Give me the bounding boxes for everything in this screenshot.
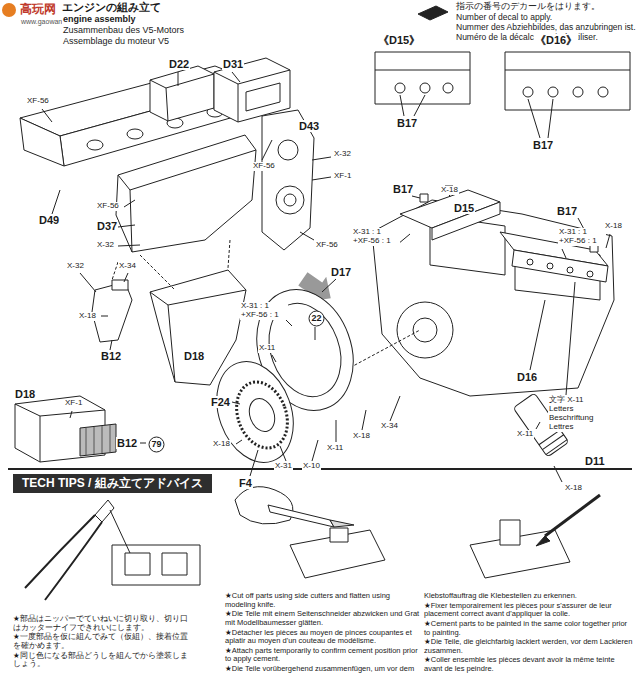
part-number: D16	[516, 371, 538, 383]
tip-column: ★Cut off parts using side cutters and fl…	[225, 592, 420, 674]
paint-code: X-18	[564, 484, 583, 493]
tip-text: ★Die Teile, die gleichfarbig lackiert we…	[424, 638, 634, 655]
paint-code: X-32	[333, 150, 352, 159]
tip-column: ★部品はニッパーでていねいに切り取り、切り口はカッターナイフできれいにします。★…	[13, 615, 191, 669]
tip-text: ★Cement parts to be painted in the same …	[424, 620, 634, 637]
tip-text: ★Cut off parts using side cutters and fl…	[225, 592, 420, 609]
decal-number-circle: 22	[308, 310, 325, 327]
part-number: D31	[222, 58, 244, 70]
part-number: D22	[168, 58, 190, 70]
paint-code: X-18	[212, 440, 231, 449]
paint-code: X-11	[258, 344, 276, 353]
part-number: B12	[100, 350, 122, 362]
paint-code: X-18	[78, 312, 97, 321]
part-number: D15	[453, 202, 475, 214]
paint-code: XF-56	[26, 97, 50, 106]
legend-text: Number of decal to apply.	[455, 13, 553, 23]
paint-code: X-11	[516, 430, 534, 439]
part-number: 《D15》	[377, 34, 421, 46]
tip-text: ★Fixer temporairement les pièces pour s'…	[424, 602, 634, 619]
watermark: 高玩网	[19, 3, 57, 16]
step-title: エンジンの組み立て	[62, 1, 161, 13]
paint-code: X-31	[274, 462, 293, 471]
part-number: 《D16》	[534, 34, 578, 46]
part-number: F4	[238, 477, 253, 489]
paint-code: X-31 : 1 +XF-56 : 1	[558, 228, 606, 246]
part-number: F24	[210, 396, 231, 408]
paint-code: X-11	[326, 444, 344, 453]
header-text: engine assembly	[62, 14, 137, 24]
decal-number: 22	[311, 314, 321, 324]
legend-text: Nummer des Abziehbildes, das anzubringen…	[455, 23, 637, 33]
part-number: D11	[584, 455, 606, 467]
part-number: D43	[298, 120, 320, 132]
section-heading: TECH TIPS / 組み立てアドバイス	[22, 477, 203, 490]
part-number: B17	[396, 117, 418, 129]
circle-shape	[149, 437, 164, 452]
part-number: D18	[14, 388, 36, 400]
tip-text: ★部品はニッパーでていねいに切り取り、切り口はカッターナイフできれいにします。	[13, 615, 191, 632]
part-number: B17	[556, 205, 578, 217]
part-number: B12	[116, 437, 138, 449]
paint-code: X-32	[66, 262, 85, 271]
part-number: B17	[532, 139, 554, 151]
part-number: D37	[96, 220, 118, 232]
header-text: Assemblage du moteur V5	[62, 36, 170, 46]
paint-code: X-31 : 1 +XF-56 : 1	[352, 228, 400, 246]
tip-text: ★Die Teile vorübergehend zusammenfügen, …	[225, 665, 420, 674]
tip-column: Klebstoffauftrag die Klebestellen zu erk…	[424, 592, 634, 674]
tip-text: ★Attach parts temporarily to confirm cem…	[225, 647, 420, 664]
legend-text: 指示の番号のデカールをはります。	[455, 2, 601, 12]
part-number: D17	[330, 266, 352, 278]
circle-shape	[309, 311, 324, 326]
part-number: B17	[392, 183, 414, 195]
tip-text: ★同じ色になる部品どうしを組んでから塗装しましょう。	[13, 652, 191, 669]
part-number: D49	[38, 214, 60, 226]
paint-code: XF-56	[96, 202, 120, 211]
paint-code: XF-56	[315, 241, 339, 250]
header-text: Zusammenbau des V5-Motors	[62, 25, 185, 35]
tip-text: ★一度部品を仮に組んでみて（仮組）、接着位置を確かめます。	[13, 633, 191, 650]
paint-code: X-34	[380, 422, 399, 431]
letters-note: 文字 X-11 Letters Beschriftung Lettres	[548, 396, 606, 432]
paint-code: X-10	[302, 462, 321, 471]
decal-number: 79	[151, 440, 161, 450]
paint-code: X-18	[352, 432, 371, 441]
paint-code: X-32	[96, 241, 115, 250]
paint-code: X-18	[604, 222, 623, 231]
paint-code: XF-1	[333, 172, 352, 181]
paint-code: XF-56	[252, 162, 276, 171]
paint-code: X-31 : 1 +XF-56 : 1	[240, 302, 288, 320]
section-band: TECH TIPS / 組み立てアドバイス	[13, 474, 212, 493]
paint-code: X-18	[440, 186, 459, 195]
part-number: D18	[183, 350, 205, 362]
tip-text: ★Coller ensemble les pièces devant avoir…	[424, 656, 634, 673]
tip-text: ★Die Teile mit einem Seitenschneider abz…	[225, 610, 420, 627]
paint-code: XF-1	[64, 399, 83, 408]
tip-text: Klebstoffauftrag die Klebestellen zu erk…	[424, 592, 634, 601]
paint-code: X-34	[118, 262, 137, 271]
decal-number-circle: 79	[148, 436, 165, 453]
tip-text: ★Détacher les pièces au moyen de pinces …	[225, 629, 420, 646]
